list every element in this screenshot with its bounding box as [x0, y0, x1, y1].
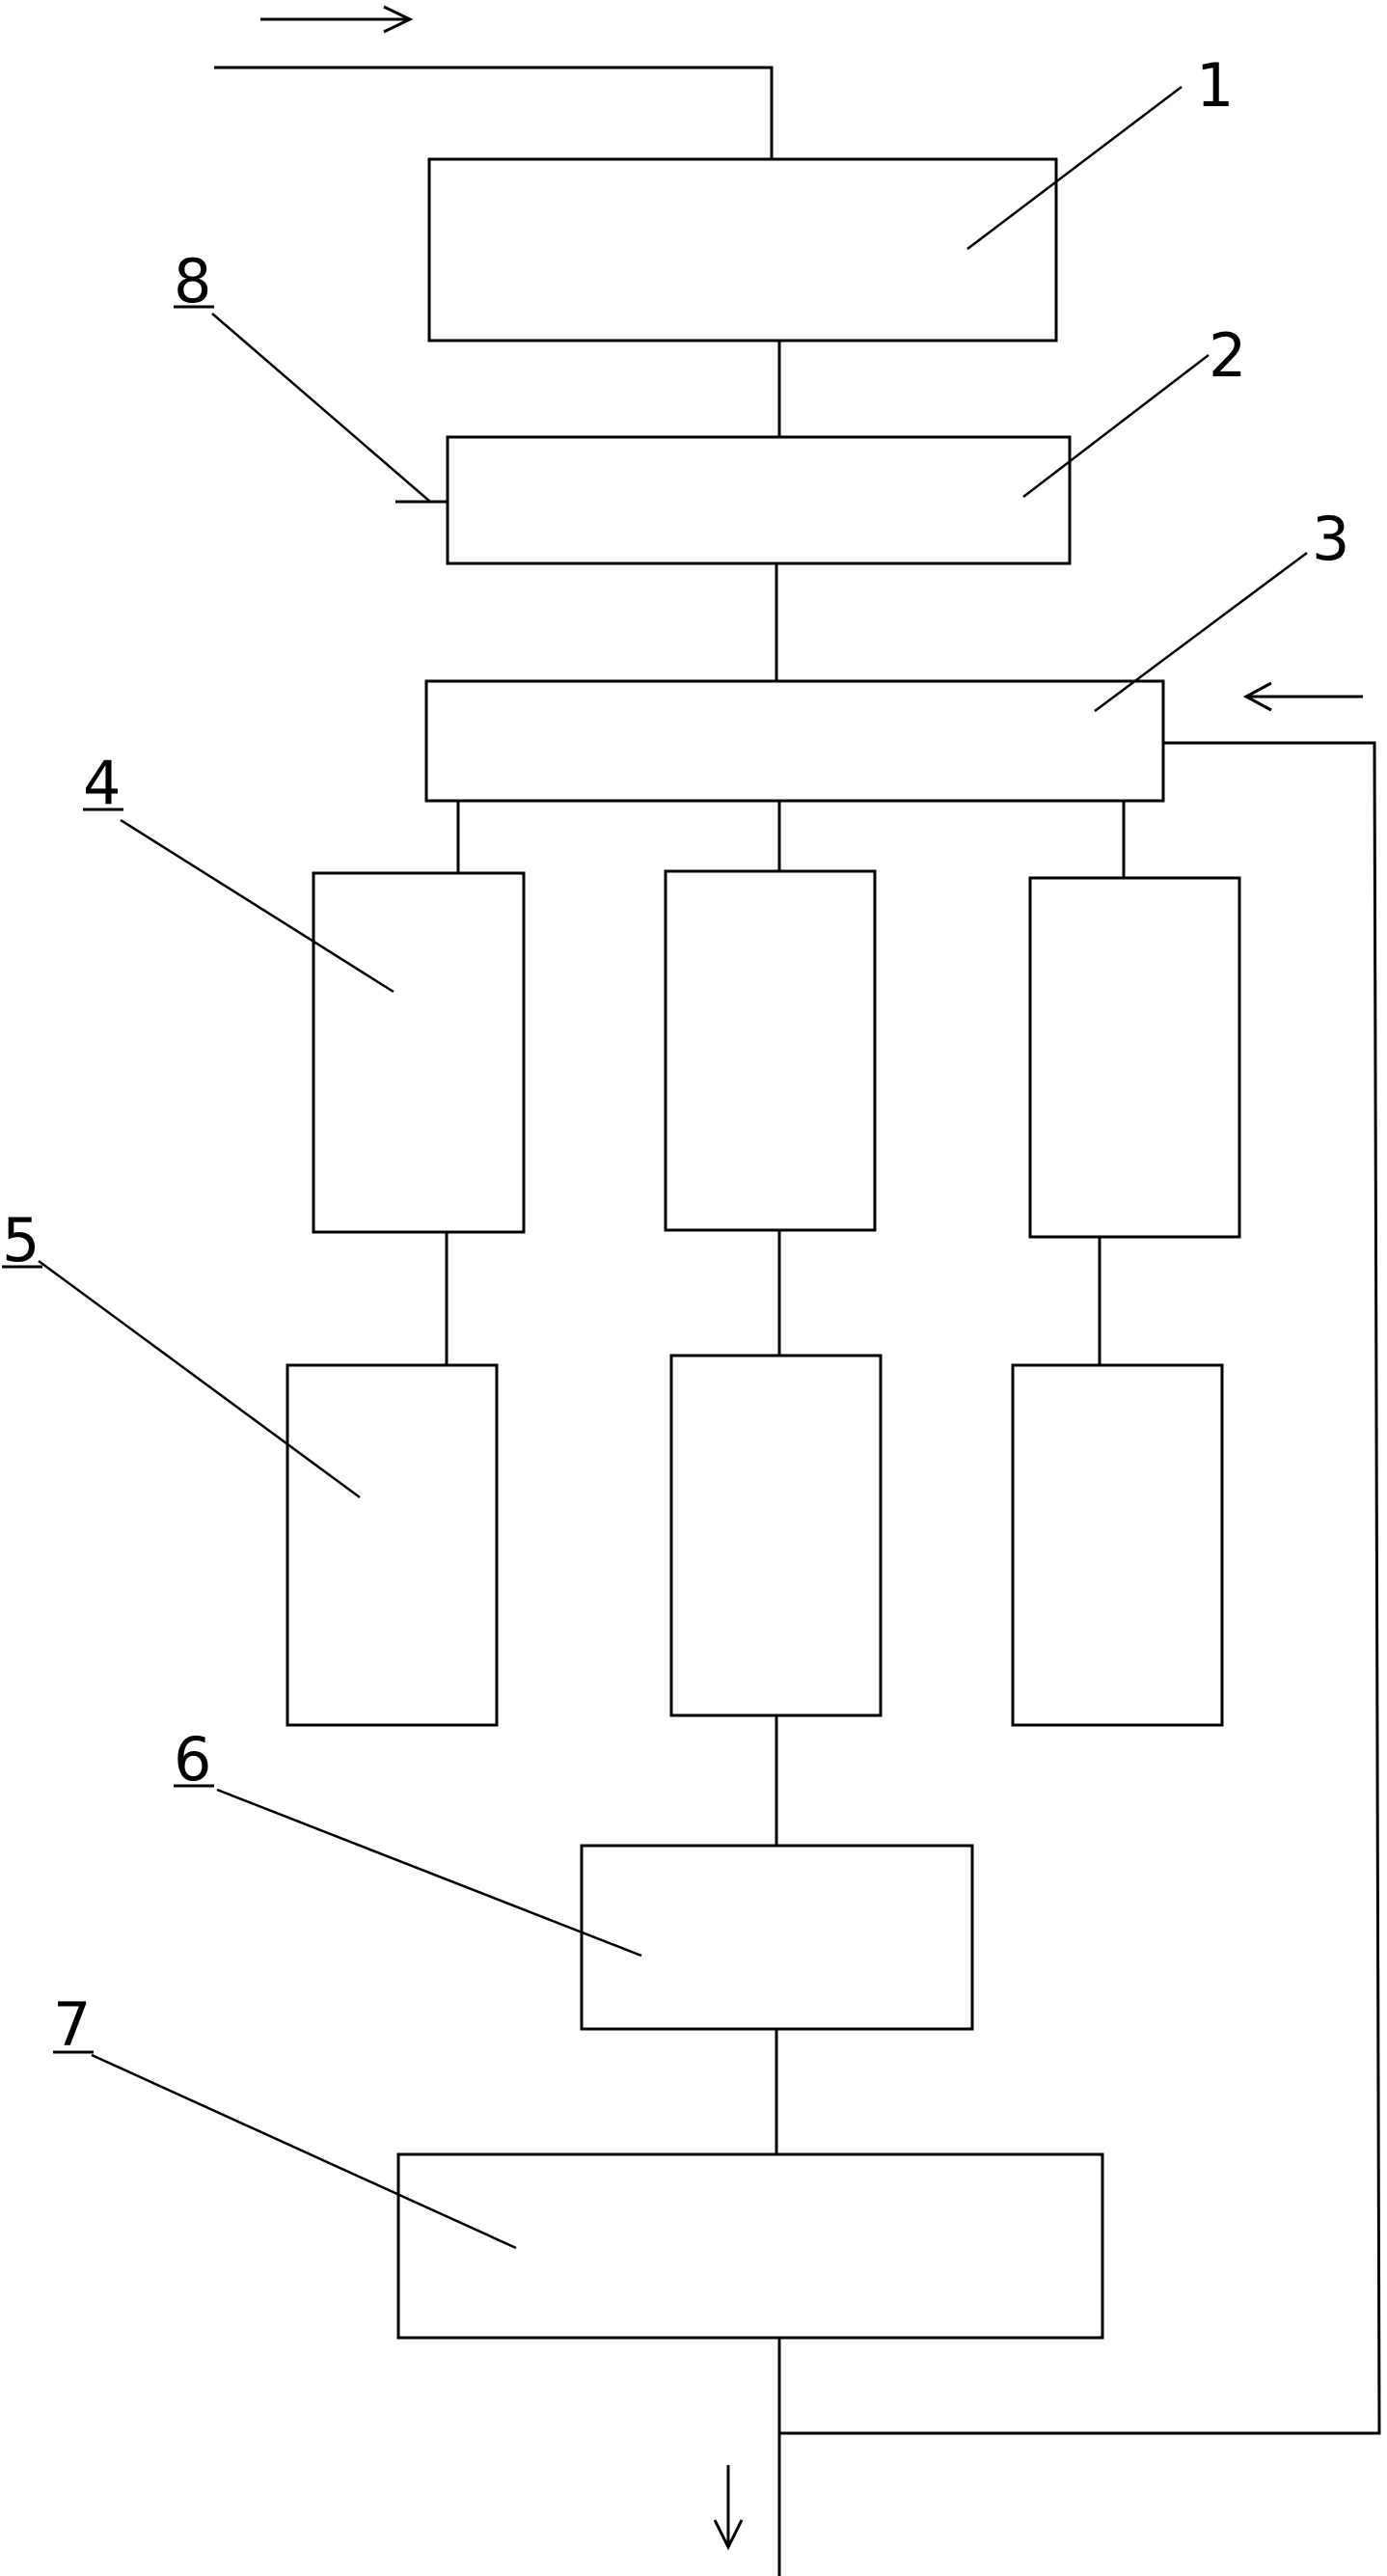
unit-8-leader — [211, 313, 431, 503]
unit-7-box — [396, 2152, 1104, 2340]
unit-5-label: 5 — [2, 1205, 40, 1275]
recycle-pipe — [779, 741, 1381, 2435]
unit-7-leader — [91, 2053, 517, 2250]
arrow-down-icon — [713, 2465, 744, 2551]
unit-1-leader — [966, 86, 1183, 250]
unit-4-box-middle — [664, 869, 877, 1232]
unit-3-leader — [1094, 551, 1308, 713]
unit-1-box — [427, 157, 1058, 343]
unit-3-label: 3 — [1312, 504, 1349, 574]
unit-4-label: 4 — [83, 748, 121, 818]
unit-6-leader — [216, 1788, 642, 1958]
unit-6-label: 6 — [174, 1724, 211, 1795]
unit-2-box — [446, 435, 1072, 565]
unit-8-label: 8 — [174, 246, 211, 316]
inlet-pipe — [214, 66, 774, 159]
unit-5-box-right — [1011, 1363, 1224, 1727]
unit-4-box-right — [1028, 876, 1241, 1239]
unit-7-label: 7 — [53, 1989, 91, 2060]
unit-3-box — [424, 679, 1165, 803]
unit-4-box-left — [312, 871, 526, 1234]
arrow-left-icon — [1242, 681, 1363, 712]
unit-5-box-middle — [669, 1354, 883, 1717]
unit-2-leader — [1022, 354, 1210, 498]
unit-1-label: 1 — [1196, 50, 1234, 121]
unit-6-box — [580, 1844, 974, 2031]
unit-4-leader — [120, 818, 394, 994]
unit-5-leader — [38, 1259, 361, 1499]
unit-5-box-left — [286, 1363, 499, 1727]
arrow-right-icon — [260, 5, 414, 34]
unit-2-label: 2 — [1209, 320, 1246, 391]
